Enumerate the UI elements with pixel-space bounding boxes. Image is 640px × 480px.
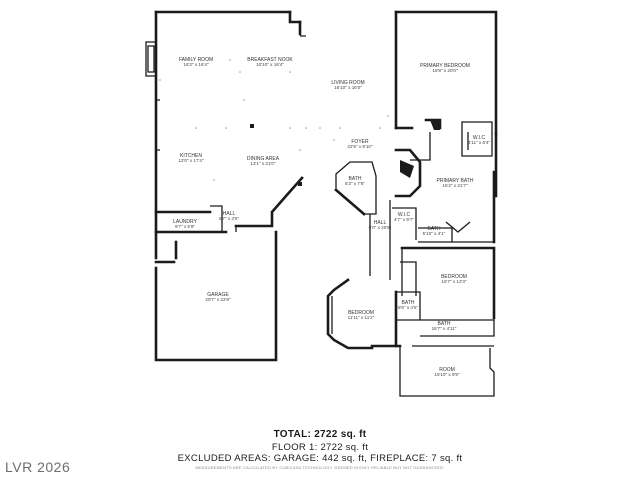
room-bedroom-2-name: BEDROOM	[348, 310, 374, 316]
room-bath-1-name: BATH	[349, 176, 362, 182]
room-laundry-name: LAUNDRY	[173, 219, 197, 225]
room-foyer-name: FOYER	[351, 139, 369, 145]
room-hall-2-name: HALL	[374, 220, 387, 226]
room-laundry-dim: 9'7" x 5'9"	[175, 224, 195, 229]
room-primary-bedroom-dim: 16'8" x 20'0"	[432, 68, 458, 73]
room-labels: FAMILY ROOM 16'2" x 16'4" BREAKFAST NOOK…	[173, 57, 490, 377]
room-living-room-dim: 16'10" x 16'0"	[334, 85, 362, 90]
room-hall-2-dim: 5'0" x 20'8"	[369, 225, 392, 230]
room-primary-bath-name: PRIMARY BATH	[437, 178, 474, 184]
room-breakfast-nook-name: BREAKFAST NOOK	[247, 57, 293, 63]
room-hall-1-dim: 5'7" x 3'5"	[219, 216, 239, 221]
room-bath-4-dim: 16'7" x 4'11"	[432, 326, 457, 331]
room-bedroom-1-name: BEDROOM	[441, 274, 467, 280]
room-wic-1-dim: 4'11" x 6'4"	[468, 140, 491, 145]
room-family-room-dim: 16'2" x 16'4"	[183, 62, 209, 67]
room-bath-3-dim: 8'6" x 4'5"	[398, 305, 418, 310]
room-bedroom-2-dim: 11'11" x 11'2"	[348, 315, 375, 320]
room-bath-2-name: BATH	[428, 226, 441, 232]
room-dining-area-name: DINING AREA	[247, 156, 280, 162]
room-primary-bedroom-name: PRIMARY BEDROOM	[420, 63, 470, 69]
columns	[250, 124, 302, 186]
room-bath-1-dim: 5'3" x 7'6"	[345, 181, 365, 186]
room-wic-2-name: W.I.C	[398, 212, 411, 218]
room-foyer-dim: 22'5" x 8'10"	[347, 144, 373, 149]
room-kitchen-name: KITCHEN	[180, 153, 202, 159]
room-garage-dim: 20'7" x 22'8"	[205, 297, 231, 302]
room-bath-2-dim: 5'10" x 4'1"	[423, 231, 446, 236]
room-kitchen-dim: 12'0" x 17'4"	[178, 158, 204, 163]
watermark: LVR 2026	[5, 459, 71, 475]
room-family-room-name: FAMILY ROOM	[179, 57, 213, 63]
walls	[145, 10, 498, 397]
room-bath-3-name: BATH	[402, 300, 415, 306]
excluded-areas: EXCLUDED AREAS: GARAGE: 442 sq. ft, FIRE…	[177, 453, 463, 464]
room-garage-name: GARAGE	[207, 292, 229, 298]
room-breakfast-nook-dim: 10'10" x 16'4"	[256, 62, 284, 67]
room-hall-1-name: HALL	[223, 211, 236, 217]
room-bath-4-name: BATH	[438, 321, 451, 327]
room-primary-bath-dim: 15'2" x 21'7"	[442, 183, 468, 188]
room-wic-2-dim: 4'7" x 9'7"	[394, 217, 414, 222]
room-wic-1-name: W.I.C	[473, 135, 486, 141]
room-bedroom-1-dim: 16'7" x 12'3"	[441, 279, 467, 284]
room-dining-area-dim: 13'1" x 21'0"	[250, 161, 276, 166]
dotted-boundaries	[159, 59, 389, 181]
room-room-dim: 15'10" x 8'9"	[434, 372, 460, 377]
measurement-disclaimer: MEASUREMENTS ARE CALCULATED BY CUBICASA …	[195, 465, 445, 470]
floor-area: FLOOR 1: 2722 sq. ft	[271, 442, 369, 453]
total-area: TOTAL: 2722 sq. ft	[273, 429, 367, 440]
room-room-name: ROOM	[439, 367, 455, 373]
room-living-room-name: LIVING ROOM	[331, 80, 364, 86]
